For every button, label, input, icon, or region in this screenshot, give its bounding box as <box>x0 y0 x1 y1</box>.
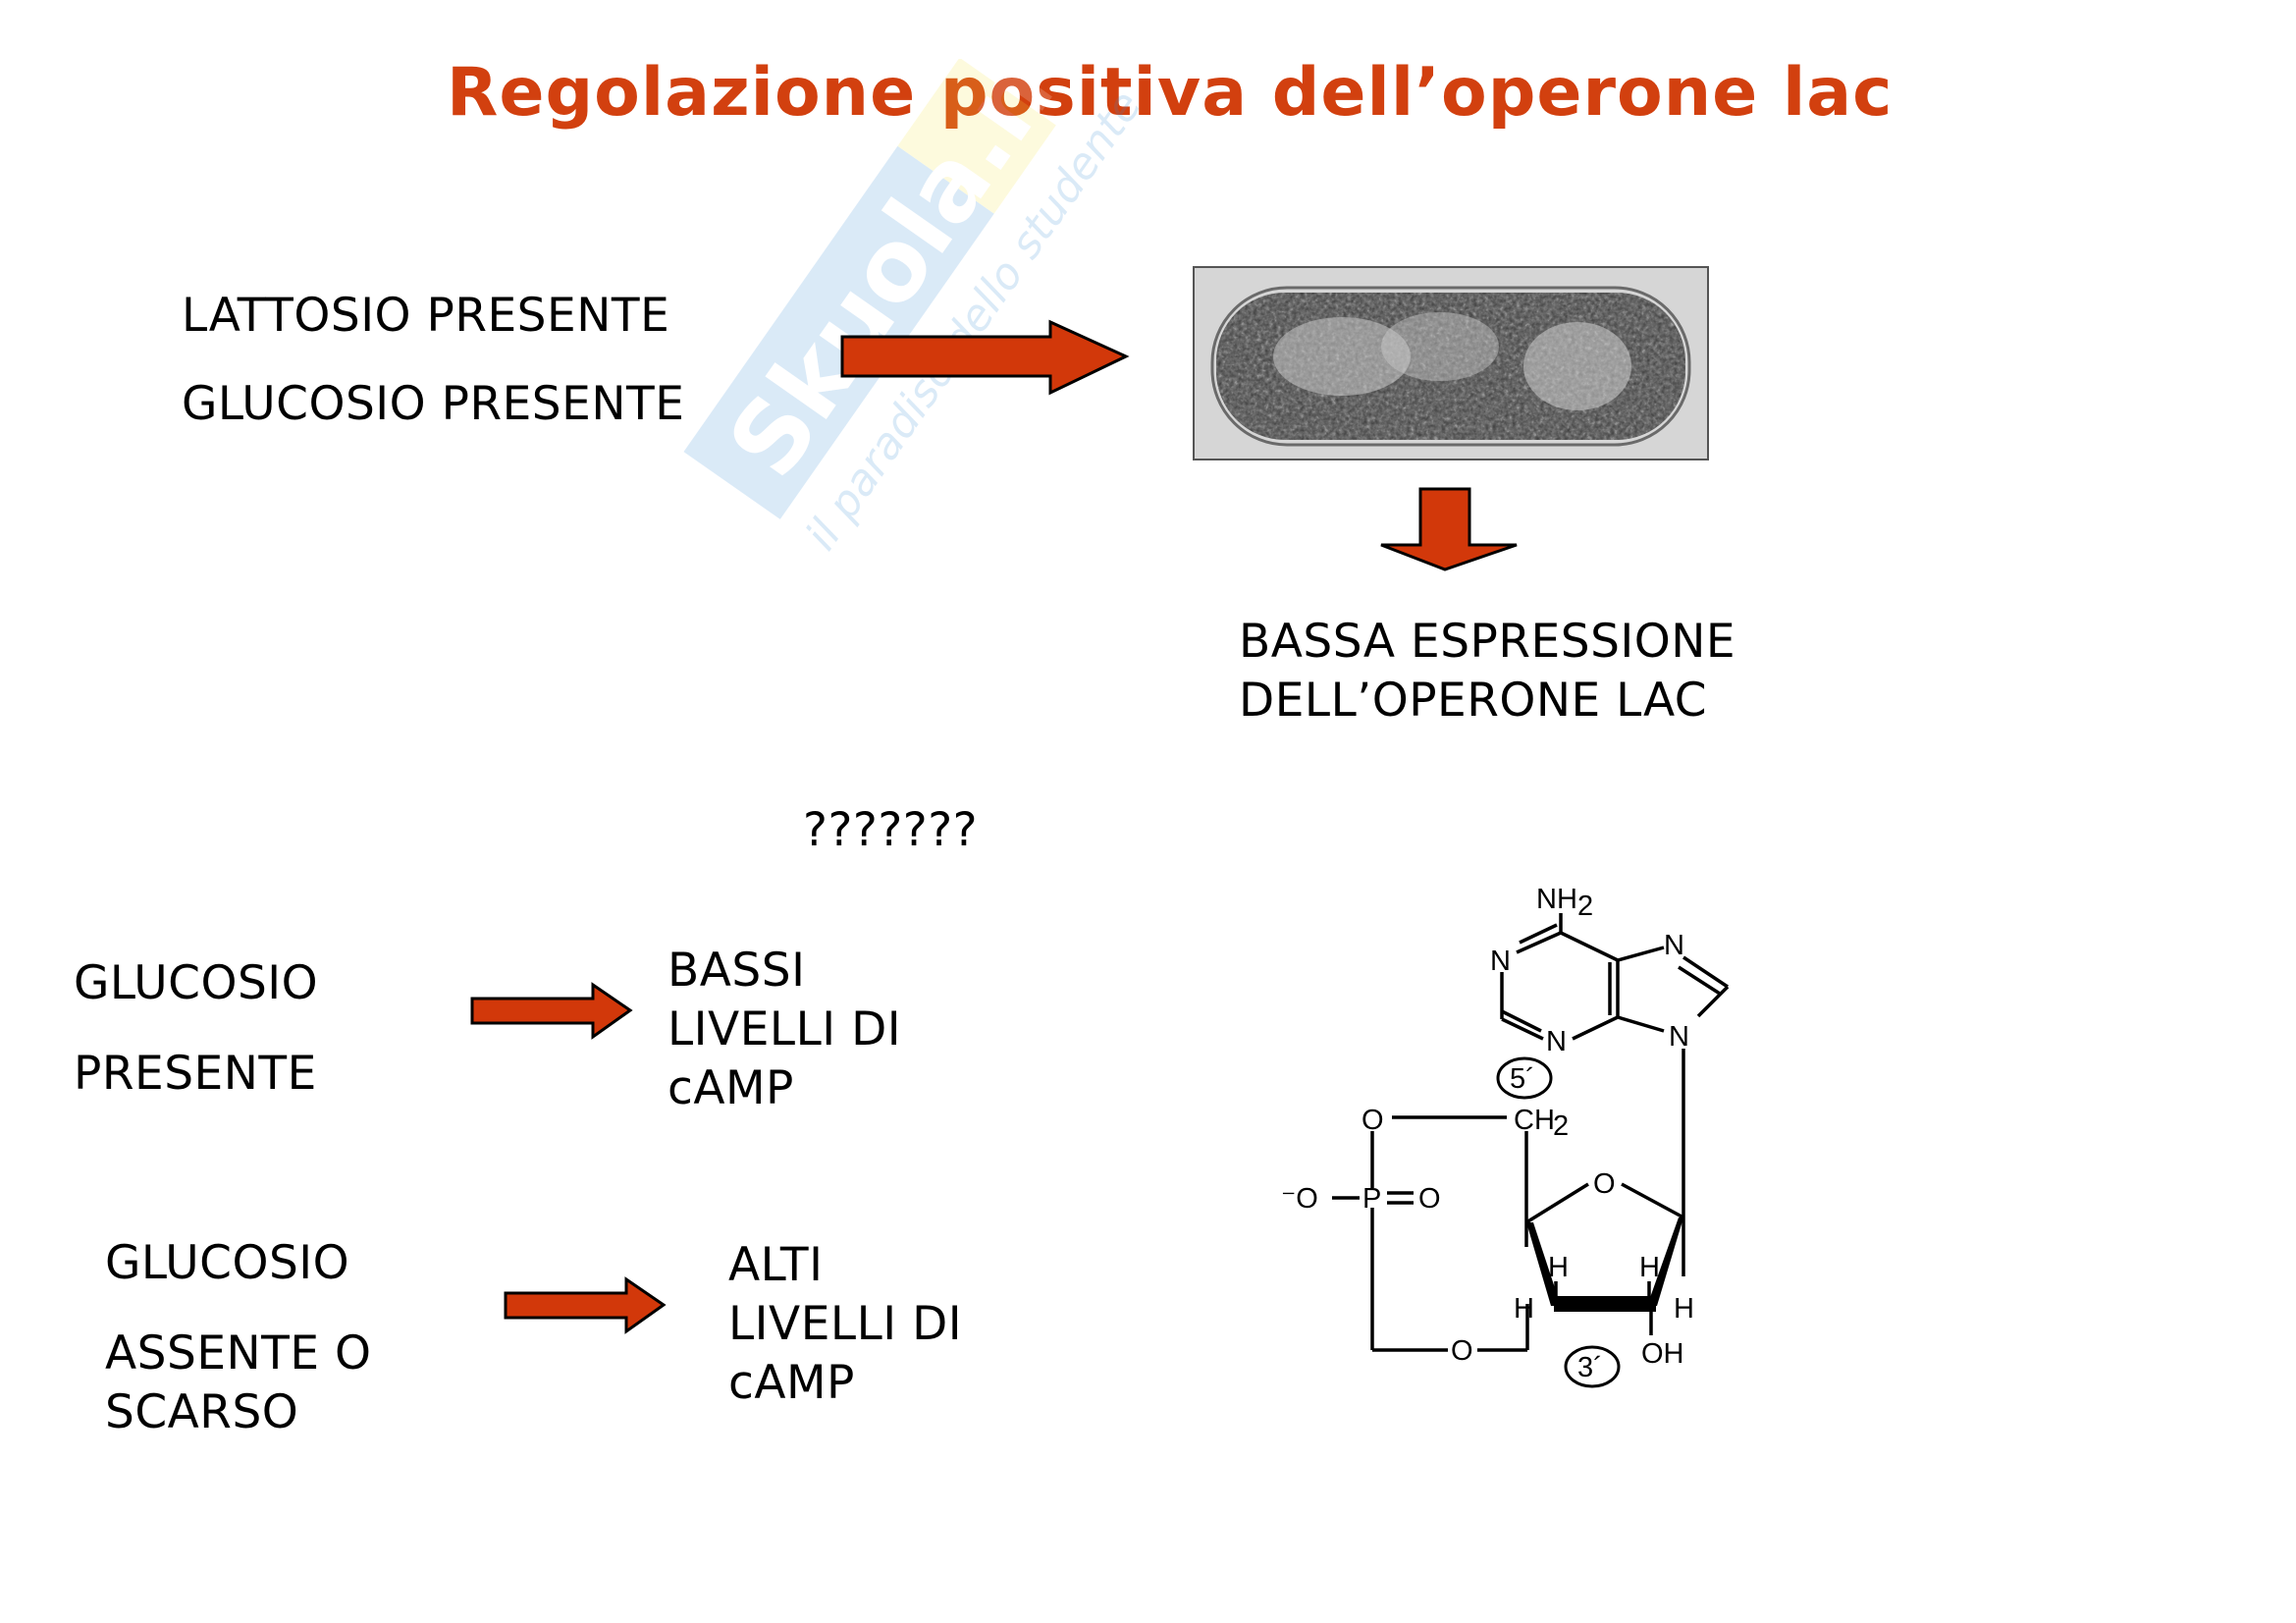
row1-condition-line1: GLUCOSIO <box>74 956 319 1010</box>
bacterium-cell <box>1216 293 1685 440</box>
label-nh2-sub: 2 <box>1577 891 1593 922</box>
label-o-double: O <box>1418 1183 1441 1215</box>
label-h-4prime: H <box>1514 1293 1534 1325</box>
row2-right-arrow-icon <box>504 1276 667 1334</box>
row1-condition-line2: PRESENTE <box>74 1047 317 1101</box>
label-o-bottom: O <box>1451 1335 1473 1367</box>
label-n3: N <box>1546 1026 1567 1057</box>
label-ch2-sub: 2 <box>1553 1110 1569 1142</box>
row1-right-arrow-icon <box>470 982 633 1040</box>
label-n7: N <box>1664 930 1684 961</box>
down-arrow-icon <box>1380 487 1518 571</box>
row2-condition-line3: SCARSO <box>105 1385 299 1439</box>
five-prime-circle <box>1496 1056 1553 1100</box>
label-n9: N <box>1669 1021 1689 1053</box>
row2-result-line2: LIVELLI DI <box>728 1297 963 1351</box>
row2-result-line3: cAMP <box>728 1356 855 1410</box>
camp-bonds <box>1332 913 1730 1352</box>
label-h-3prime: H <box>1639 1252 1660 1283</box>
row1-result-line1: BASSI <box>667 944 806 998</box>
label-ch2: CH <box>1514 1105 1555 1136</box>
label-p: P <box>1362 1183 1381 1215</box>
label-5-prime: 5´ <box>1510 1063 1535 1095</box>
condition-lactose: LATTOSIO PRESENTE <box>182 289 670 343</box>
label-h-1prime: H <box>1674 1293 1694 1325</box>
result-operon: DELL’OPERONE LAC <box>1239 674 1708 728</box>
slide-title: Regolazione positiva dell’operone lac <box>447 54 1894 132</box>
label-oh: OH <box>1641 1338 1684 1370</box>
question-marks: ??????? <box>803 803 979 857</box>
label-o-minus: ⁻O <box>1281 1183 1318 1215</box>
condition-glucose: GLUCOSIO PRESENTE <box>182 377 685 431</box>
camp-atom-labels: NH 2 N N N N 5´ CH 2 O O ⁻O P O O H H H … <box>1281 884 1694 1388</box>
row1-result-line3: cAMP <box>667 1061 794 1115</box>
label-nh2: NH <box>1536 884 1577 915</box>
label-o-ring: O <box>1593 1168 1616 1200</box>
label-n1: N <box>1490 946 1511 977</box>
label-o-top: O <box>1362 1105 1384 1136</box>
bacterium-micrograph <box>1193 266 1709 460</box>
row2-condition-line1: GLUCOSIO <box>105 1236 350 1290</box>
result-low-expression: BASSA ESPRESSIONE <box>1239 615 1736 669</box>
label-h-2prime: H <box>1548 1252 1569 1283</box>
three-prime-circle <box>1564 1345 1621 1388</box>
row2-result-line1: ALTI <box>728 1238 824 1292</box>
ribose-wedges <box>1526 1217 1683 1312</box>
row1-result-line2: LIVELLI DI <box>667 1002 902 1056</box>
watermark-logo: Skuola.net il paradiso dello studente <box>683 59 1139 560</box>
camp-structure-diagram: NH 2 N N N N 5´ CH 2 O O ⁻O P O O H H H … <box>1281 884 1730 1388</box>
row2-condition-line2: ASSENTE O <box>105 1326 372 1380</box>
label-3-prime: 3´ <box>1577 1352 1603 1383</box>
right-arrow-icon <box>840 319 1130 396</box>
